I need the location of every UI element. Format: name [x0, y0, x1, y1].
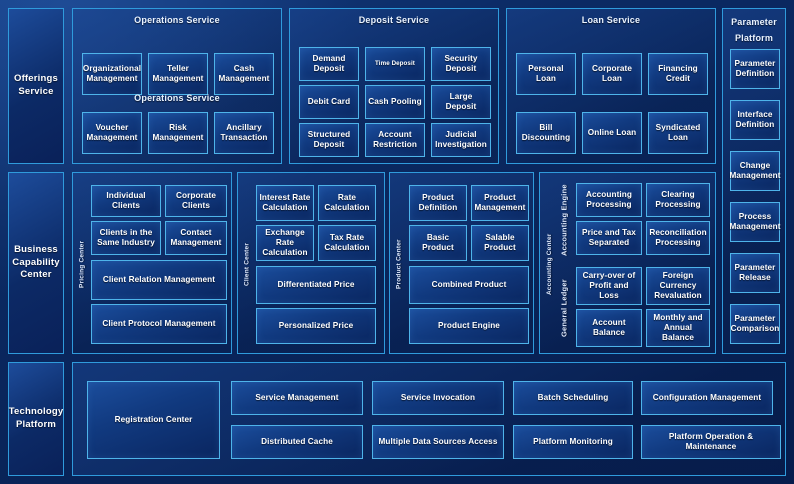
box-judicial-investigation[interactable]: Judicial Investigation	[431, 123, 491, 157]
panel-accounting-center: Accounting Center Accounting Engine Gene…	[539, 172, 716, 354]
box-client-relation-management[interactable]: Client Relation Management	[91, 260, 227, 300]
panel-title-operations-service: Operations Service	[134, 15, 220, 25]
box-salable-product[interactable]: Salable Product	[471, 225, 529, 261]
box-financing-credit[interactable]: Financing Credit	[648, 53, 708, 95]
stage-label-offerings-service: Offerings Service	[8, 8, 64, 164]
box-differentiated-price[interactable]: Differentiated Price	[256, 266, 376, 304]
box-price-and-tax-separated[interactable]: Price and Tax Separated	[576, 221, 642, 255]
box-interest-rate-calculation[interactable]: Interest Rate Calculation	[256, 185, 314, 221]
stage-label-business-capability-center: Business Capability Center	[8, 172, 64, 354]
box-demand-deposit[interactable]: Demand Deposit	[299, 47, 359, 81]
panel-loan-service: Loan Service Personal Loan Corporate Loa…	[506, 8, 716, 164]
box-contact-management[interactable]: Contact Management	[165, 221, 227, 255]
panel-title-parameter-platform-line1: Parameter	[731, 17, 777, 27]
box-client-protocol-management[interactable]: Client Protocol Management	[91, 304, 227, 344]
panel-client-capability: Pricing Center Individual Clients Corpor…	[72, 172, 232, 354]
box-large-deposit[interactable]: Large Deposit	[431, 85, 491, 119]
box-corporate-clients[interactable]: Corporate Clients	[165, 185, 227, 217]
box-batch-scheduling[interactable]: Batch Scheduling	[513, 381, 633, 415]
box-parameter-comparison[interactable]: Parameter Comparison	[730, 304, 780, 344]
box-parameter-definition[interactable]: Parameter Definition	[730, 49, 780, 89]
stage-label-technology-platform: Technology Platform	[8, 362, 64, 476]
box-product-engine[interactable]: Product Engine	[409, 308, 529, 344]
box-cash-pooling[interactable]: Cash Pooling	[365, 85, 425, 119]
box-platform-operation-maintenance[interactable]: Platform Operation & Maintenance	[641, 425, 781, 459]
box-account-balance[interactable]: Account Balance	[576, 309, 642, 347]
box-cash-management[interactable]: Cash Management	[214, 53, 274, 95]
box-clearing-processing[interactable]: Clearing Processing	[646, 183, 710, 217]
box-debit-card[interactable]: Debit Card	[299, 85, 359, 119]
box-bill-discounting[interactable]: Bill Discounting	[516, 112, 576, 154]
box-basic-product[interactable]: Basic Product	[409, 225, 467, 261]
panel-subtitle-operations-service: Operations Service	[134, 93, 220, 103]
box-foreign-currency-revaluation[interactable]: Foreign Currency Revaluation	[646, 267, 710, 305]
box-product-definition[interactable]: Product Definition	[409, 185, 467, 221]
box-change-management[interactable]: Change Management	[729, 151, 780, 191]
panel-product-capability: Product Center Product Definition Produc…	[389, 172, 534, 354]
box-multiple-data-sources-access[interactable]: Multiple Data Sources Access	[372, 425, 504, 459]
box-individual-clients[interactable]: Individual Clients	[91, 185, 161, 217]
box-teller-management[interactable]: Teller Management	[148, 53, 208, 95]
box-service-invocation[interactable]: Service Invocation	[372, 381, 504, 415]
box-process-management[interactable]: Process Management	[729, 202, 780, 242]
panel-parameter-platform: Parameter Platform Parameter Definition …	[722, 8, 786, 354]
box-syndicated-loan[interactable]: Syndicated Loan	[648, 112, 708, 154]
box-organizational-management[interactable]: Organizational Management	[82, 53, 142, 95]
panel-technology-platform: Registration Center Service Management D…	[72, 362, 786, 476]
box-interface-definition[interactable]: Interface Definition	[730, 100, 780, 140]
box-voucher-management[interactable]: Voucher Management	[82, 112, 142, 154]
panel-operations-service: Operations Service Organizational Manage…	[72, 8, 282, 164]
box-structured-deposit[interactable]: Structured Deposit	[299, 123, 359, 157]
vlabel-accounting-engine: Accounting Engine	[559, 184, 569, 256]
box-personal-loan[interactable]: Personal Loan	[516, 53, 576, 95]
vlabel-pricing-center: Pricing Center	[78, 240, 86, 288]
box-combined-product[interactable]: Combined Product	[409, 266, 529, 304]
panel-pricing-capability: Client Center Interest Rate Calculation …	[237, 172, 385, 354]
box-service-management[interactable]: Service Management	[231, 381, 363, 415]
box-monthly-annual-balance[interactable]: Monthly and Annual Balance	[646, 309, 710, 347]
box-distributed-cache[interactable]: Distributed Cache	[231, 425, 363, 459]
box-corporate-loan[interactable]: Corporate Loan	[582, 53, 642, 95]
box-registration-center[interactable]: Registration Center	[87, 381, 220, 459]
box-ancillary-transaction[interactable]: Ancillary Transaction	[214, 112, 274, 154]
box-product-management[interactable]: Product Management	[471, 185, 529, 221]
box-online-loan[interactable]: Online Loan	[582, 112, 642, 154]
box-parameter-release[interactable]: Parameter Release	[730, 253, 780, 293]
box-account-restriction[interactable]: Account Restriction	[365, 123, 425, 157]
box-risk-management[interactable]: Risk Management	[148, 112, 208, 154]
vlabel-accounting-center: Accounting Center	[546, 233, 553, 295]
box-accounting-processing[interactable]: Accounting Processing	[576, 183, 642, 217]
box-platform-monitoring[interactable]: Platform Monitoring	[513, 425, 633, 459]
box-configuration-management[interactable]: Configuration Management	[641, 381, 773, 415]
box-tax-rate-calculation[interactable]: Tax Rate Calculation	[318, 225, 376, 261]
box-security-deposit[interactable]: Security Deposit	[431, 47, 491, 81]
panel-title-deposit-service: Deposit Service	[358, 15, 430, 25]
panel-title-parameter-platform-line2: Platform	[734, 33, 774, 43]
box-rate-calculation[interactable]: Rate Calculation	[318, 185, 376, 221]
box-clients-same-industry[interactable]: Clients in the Same Industry	[91, 221, 161, 255]
vlabel-general-ledger: General Ledger	[559, 279, 569, 337]
panel-deposit-service: Deposit Service Demand Deposit Time Depo…	[289, 8, 499, 164]
box-carry-over-profit-loss[interactable]: Carry-over of Profit and Loss	[576, 267, 642, 305]
box-personalized-price[interactable]: Personalized Price	[256, 308, 376, 344]
box-time-deposit[interactable]: Time Deposit	[365, 47, 425, 81]
panel-title-loan-service: Loan Service	[581, 15, 641, 25]
vlabel-client-center: Client Center	[243, 242, 251, 286]
vlabel-product-center: Product Center	[395, 239, 403, 289]
box-exchange-rate-calculation[interactable]: Exchange Rate Calculation	[256, 225, 314, 261]
box-reconciliation-processing[interactable]: Reconciliation Processing	[646, 221, 710, 255]
